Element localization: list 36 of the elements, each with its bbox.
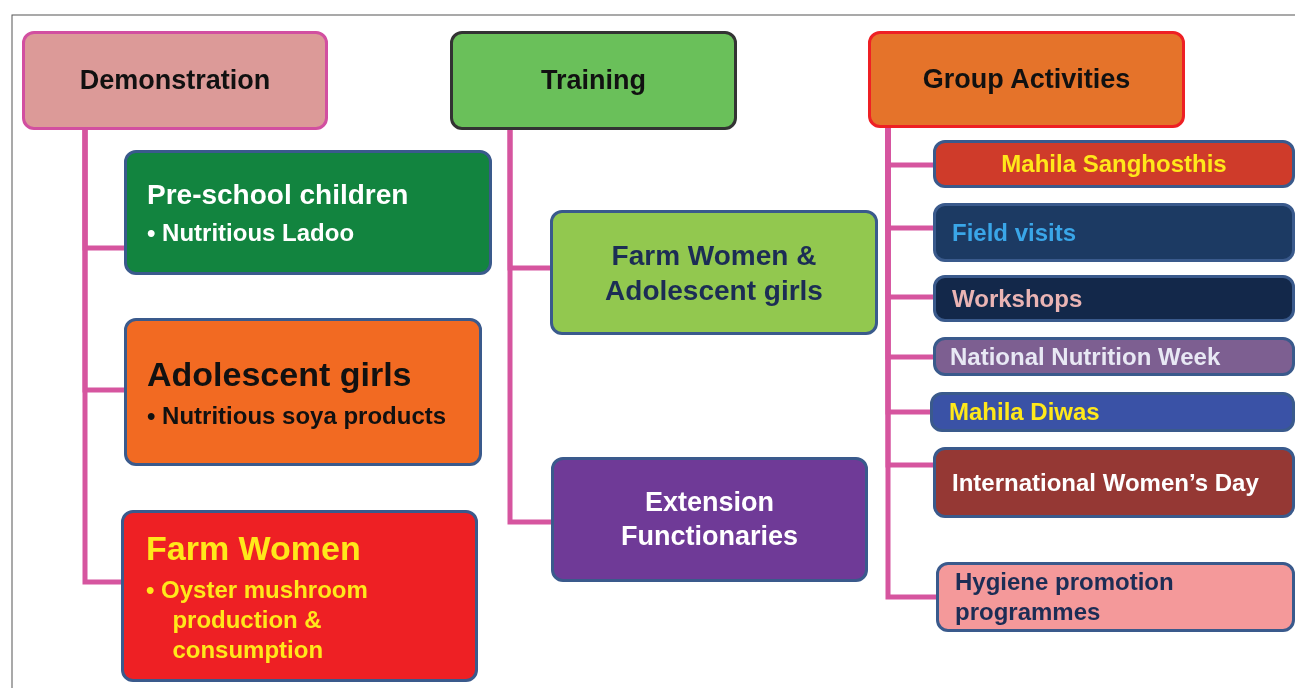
box-heading: Demonstration [78, 63, 272, 97]
box-heading: Field visits [952, 217, 1078, 248]
category-box [933, 203, 1295, 262]
category-box [933, 275, 1295, 322]
connector-line [507, 130, 551, 525]
bullet-text: • Oyster mushroom production & consumption [146, 575, 369, 666]
category-box [121, 510, 478, 682]
category-box [22, 31, 328, 130]
box-heading: Farm Women & Adolescent girls [604, 238, 824, 308]
category-box [936, 562, 1295, 632]
box-heading: Adolescent girls [147, 353, 413, 395]
box-heading: Hygiene promotion programmes [955, 567, 1175, 627]
category-box [930, 392, 1295, 432]
box-heading: Workshops [952, 283, 1084, 314]
box-heading: Mahila Diwas [949, 397, 1101, 427]
category-box [868, 31, 1185, 128]
category-box [124, 318, 482, 466]
connector-line [885, 128, 936, 600]
box-heading: Mahila Sanghosthis [1000, 149, 1228, 179]
box-heading: National Nutrition Week [950, 341, 1222, 372]
connector-line [82, 130, 121, 585]
bullet-text: • Nutritious Ladoo [147, 218, 356, 248]
category-box [450, 31, 737, 130]
bullet-text: • Nutritious soya products [147, 401, 448, 432]
category-box [551, 457, 868, 582]
box-heading: Extension Functionaries [620, 485, 799, 553]
box-heading: International Women’s Day [952, 467, 1260, 498]
box-heading: Group Activities [921, 62, 1132, 96]
box-heading: Pre-school children [147, 178, 410, 212]
category-box [124, 150, 492, 275]
category-box [933, 447, 1295, 518]
category-box [933, 140, 1295, 188]
category-box [550, 210, 878, 335]
category-box [933, 337, 1295, 376]
box-heading: Farm Women [146, 527, 362, 569]
box-heading: Training [540, 63, 647, 97]
